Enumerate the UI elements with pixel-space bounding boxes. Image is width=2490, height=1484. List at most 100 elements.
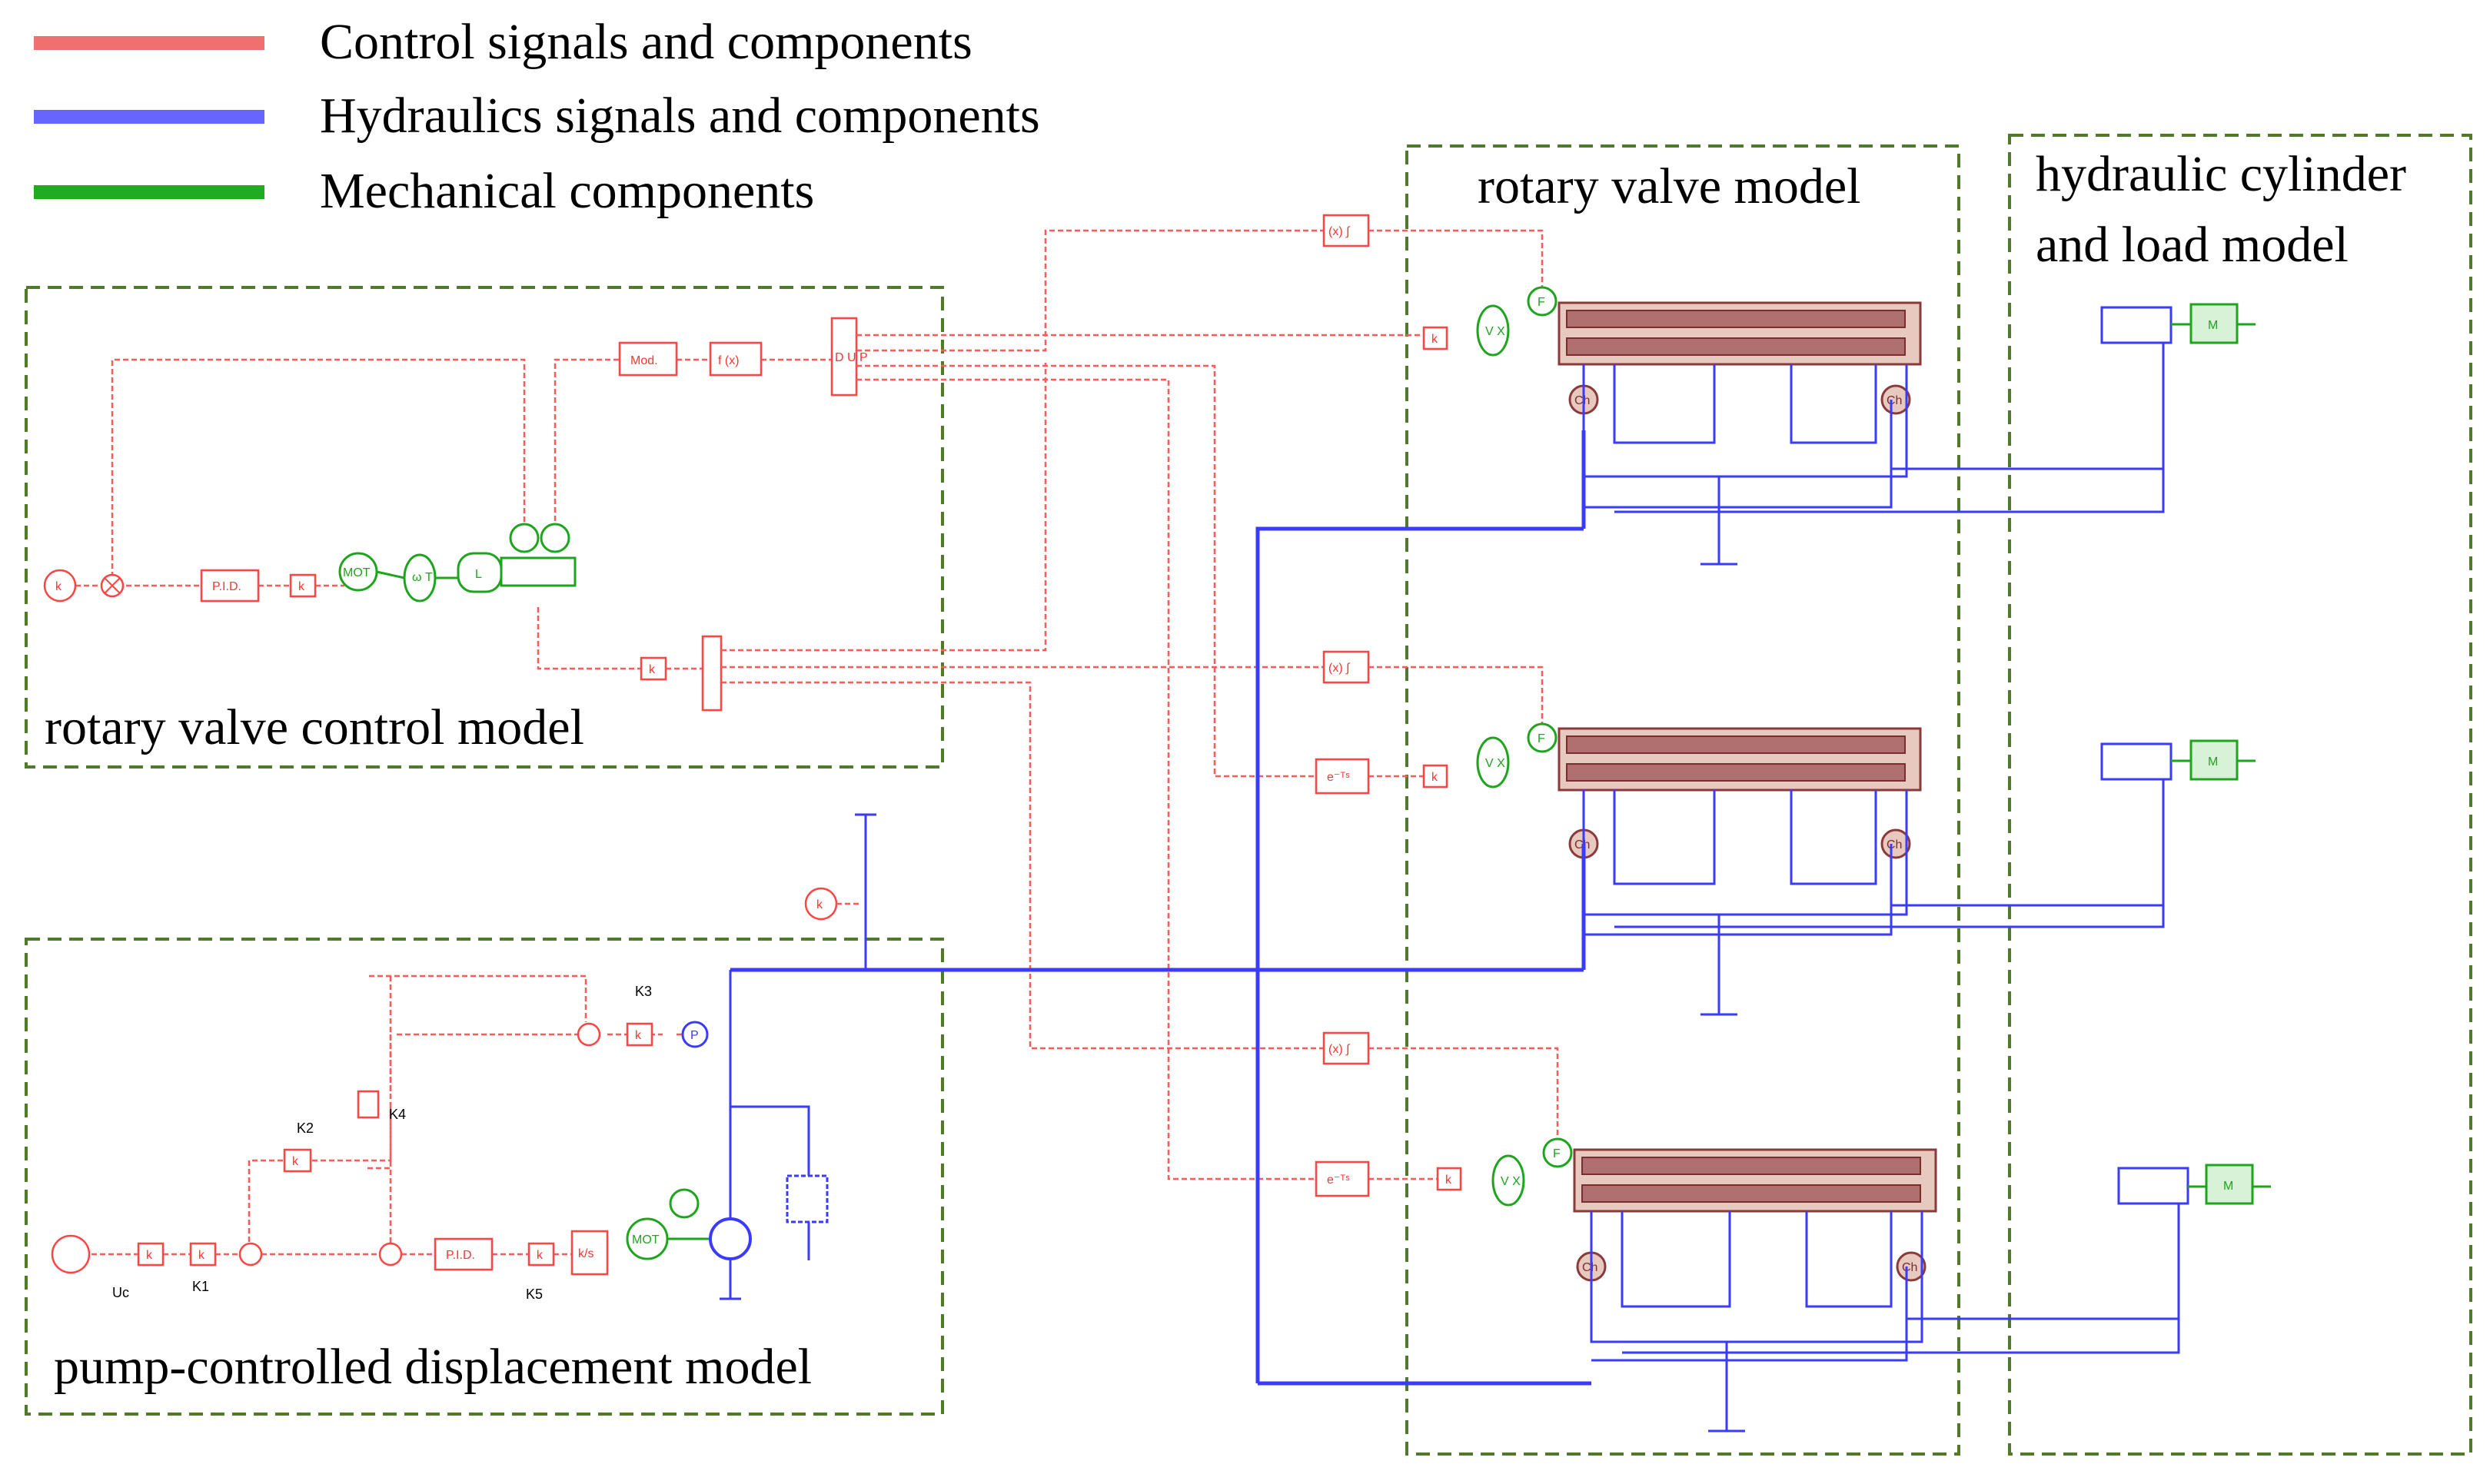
gain-k4 <box>357 1090 380 1119</box>
load-mass-2 <box>2189 739 2239 781</box>
hydraulic-pump <box>709 1217 752 1260</box>
step-input <box>51 1234 91 1274</box>
gain-label-feedback: k <box>649 663 656 676</box>
gain-k3 <box>626 1022 653 1047</box>
region-rotary-valve <box>1405 144 1960 1456</box>
region-title-cylinder-load-2: and load model <box>2036 217 2349 273</box>
integrator-block-1 <box>1322 214 1370 247</box>
gain-k1 <box>137 1242 165 1267</box>
delay-label-1: e⁻ᵀˢ <box>1327 771 1350 784</box>
valve-gain-label-3: k <box>1445 1174 1452 1187</box>
gain-k1-inner: k <box>146 1249 153 1262</box>
load-mass-label-2: M <box>2208 755 2218 769</box>
function-block <box>709 341 763 377</box>
angle-sensor-2 <box>540 523 570 553</box>
region-title-rotary-valve-control: rotary valve control model <box>45 699 584 755</box>
gain-k2-label: K2 <box>297 1120 314 1136</box>
region-rotary-valve-control <box>25 286 944 769</box>
cylinder-3 <box>2117 1167 2189 1205</box>
dup-label: D U P <box>835 351 868 364</box>
signal-blocks: (x) ∫ (x) ∫ (x) ∫ e⁻ᵀˢ e⁻ᵀˢ <box>1315 214 1370 1197</box>
pump-speed-sensor <box>669 1188 700 1219</box>
integrator-label-3: (x) ∫ <box>1328 1043 1351 1056</box>
rotary-valve-control-blocks: k P.I.D. k MOT ω T L Mod. f (x) D U P k <box>43 317 868 712</box>
check-label-1a: Ch <box>1574 394 1590 407</box>
integrator-label-1: (x) ∫ <box>1328 225 1351 238</box>
pump-sum-3 <box>577 1022 601 1047</box>
load-mass-3 <box>2205 1164 2254 1205</box>
rotary-valve-unit-2: k V X F Ch Ch <box>1422 722 2165 1016</box>
mod-block <box>618 341 678 377</box>
orifice-control-label: k <box>816 898 823 911</box>
dup-block <box>830 317 858 397</box>
hydraulic-supply: k <box>730 430 1591 1386</box>
constant-k-source <box>43 569 77 603</box>
uc-label: Uc <box>112 1285 129 1300</box>
load-mass-label-1: M <box>2208 319 2218 332</box>
rotary-valve-unit-1: k V X F Ch Ch <box>1422 286 2165 566</box>
gain-k1-label: K1 <box>192 1279 209 1294</box>
gain-k-2-inner: k <box>198 1249 205 1262</box>
delay-block-2 <box>1315 1160 1370 1197</box>
vx-sensor-1 <box>1476 304 1510 357</box>
gain-block-feedback <box>640 656 667 681</box>
valve-gain-3 <box>1436 1167 1462 1191</box>
delay-block-1 <box>1315 758 1370 795</box>
gain-k5 <box>527 1242 555 1267</box>
legend-label-mechanical: Mechanical components <box>320 163 814 219</box>
valve-gain-1 <box>1422 326 1448 350</box>
region-pump-controlled <box>25 938 944 1416</box>
gain-k4-label: K4 <box>389 1107 406 1122</box>
vx-label-2: V X <box>1485 757 1505 770</box>
check-label-1b: Ch <box>1887 394 1902 407</box>
check-valve-3b <box>1896 1251 1927 1282</box>
gain-k3-inner: k <box>635 1029 642 1042</box>
valve-gain-2 <box>1422 764 1448 788</box>
valve-gain-label-2: k <box>1431 771 1438 784</box>
hydraulic-cylinder-units: M M M <box>2100 303 2271 1205</box>
check-label-3b: Ch <box>1902 1261 1917 1274</box>
check-label-2b: Ch <box>1887 838 1902 852</box>
pid-label-valve: P.I.D. <box>212 580 241 593</box>
legend-label-hydraulic: Hydraulics signals and components <box>320 88 1040 144</box>
rotary-shaft <box>500 556 577 587</box>
pump-sum-1 <box>238 1242 263 1267</box>
region-title-pump-controlled: pump-controlled displacement model <box>54 1339 812 1395</box>
pressure-sensor <box>681 1021 709 1048</box>
rotary-valve-unit-3: k V X F Ch Ch <box>1436 1137 2180 1433</box>
gain-k5-inner: k <box>537 1249 544 1262</box>
sum-block-feedback <box>701 635 723 712</box>
control-wiring <box>721 229 1559 1180</box>
pid-controller-valve <box>200 569 260 603</box>
cylinder-1 <box>2100 306 2173 344</box>
region-title-rotary-valve: rotary valve model <box>1478 158 1860 214</box>
force-sensor-2 <box>1527 722 1557 753</box>
pump-control-blocks: Uc k K1 k k K2 K4 P.I.D. k K5 k/s K3 k P… <box>51 970 829 1302</box>
integrator-block-3 <box>1322 1031 1370 1065</box>
pump-sum-2 <box>378 1242 403 1267</box>
motor-label-valve: MOT <box>343 566 371 579</box>
force-sensor-3 <box>1542 1137 1573 1168</box>
vx-sensor-2 <box>1476 736 1510 788</box>
angle-sensor-1 <box>509 523 540 553</box>
vx-label-3: V X <box>1501 1175 1521 1188</box>
check-label-3a: Ch <box>1582 1261 1597 1274</box>
force-label-2: F <box>1538 732 1545 745</box>
gain-k3-label: K3 <box>635 984 652 999</box>
cylinder-2 <box>2100 742 2173 781</box>
gain-k2 <box>283 1148 312 1173</box>
function-label: f (x) <box>718 354 740 367</box>
legend: Control signals and components Hydraulic… <box>34 14 1040 219</box>
gain-k2-inner: k <box>292 1155 299 1168</box>
integrator-pump <box>570 1230 609 1276</box>
delay-label-2: e⁻ᵀˢ <box>1327 1174 1350 1187</box>
motor-pump-label: MOT <box>632 1233 660 1247</box>
pid-controller-pump <box>434 1237 494 1271</box>
gain-k-2 <box>189 1242 217 1267</box>
valve-gain-label-1: k <box>1431 333 1438 346</box>
check-valve-1b <box>1880 384 1911 415</box>
integrator-label-2: (x) ∫ <box>1328 662 1351 675</box>
gain-block-valve <box>289 573 317 598</box>
region-title-cylinder-load-1: hydraulic cylinder <box>2036 146 2406 202</box>
